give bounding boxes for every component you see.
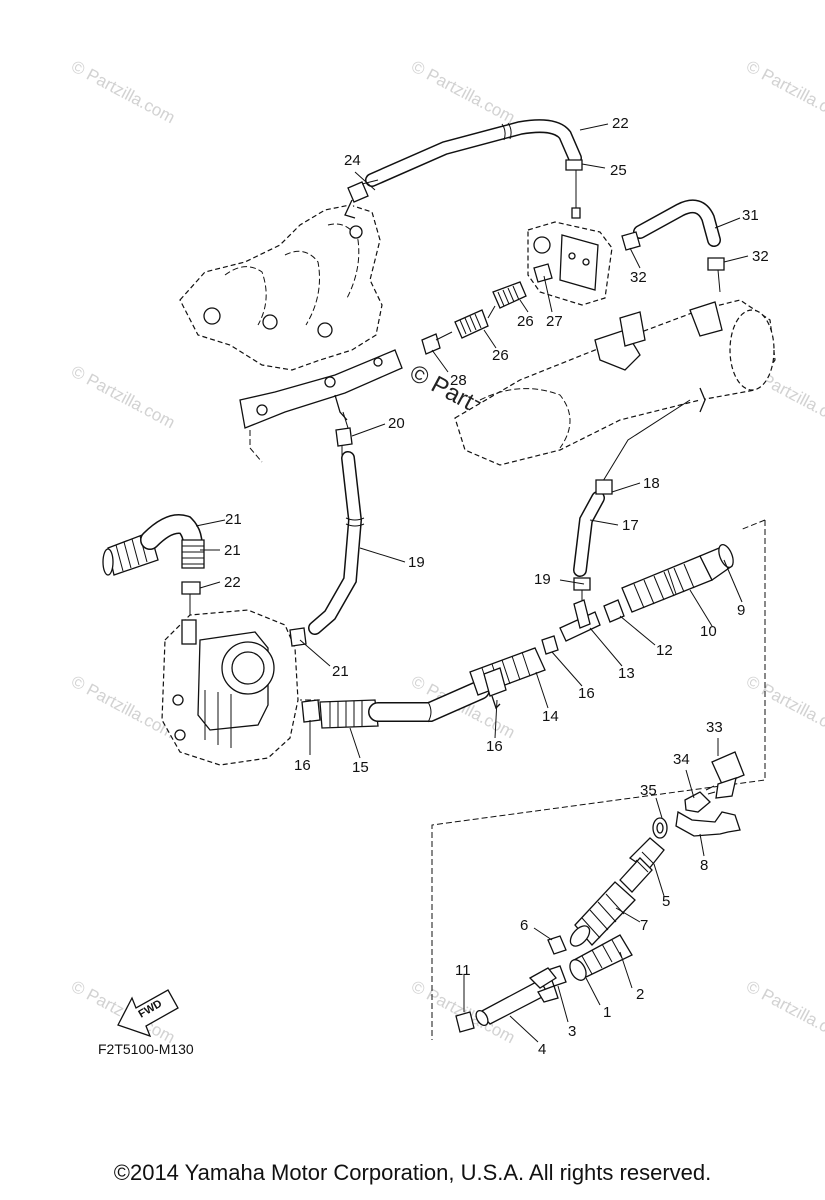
exhaust-manifold — [179, 204, 403, 463]
watermark: © Partzilla.com — [743, 57, 825, 128]
label-part-34: 34 — [673, 751, 690, 768]
label-part-26: 24 — [344, 152, 361, 169]
label-part-21: 21 — [332, 663, 349, 680]
watermark: © Partzilla.com — [68, 672, 178, 743]
washer-35 — [652, 817, 668, 839]
label-part-5: 5 — [662, 893, 670, 910]
part-labels: 22 24 25 31 32 32 26 27 26 28 20 18 17 2… — [224, 115, 769, 1058]
label-part-15: 15 — [352, 759, 369, 776]
clamp-24 — [181, 581, 201, 615]
clamp-30 — [421, 331, 453, 355]
label-part-33: 33 — [706, 719, 723, 736]
label-part-6: 6 — [520, 917, 528, 934]
label-part-35: 35 — [640, 782, 657, 799]
label-part-28: 26 — [492, 347, 509, 364]
hose-22 — [181, 539, 205, 569]
leader-lines — [195, 123, 749, 1043]
label-part-14: 14 — [542, 708, 559, 725]
hose-7 — [569, 881, 636, 947]
clamp-21-upper — [335, 427, 353, 455]
label-part-13: 13 — [618, 665, 635, 682]
label-part-4: 4 — [538, 1041, 546, 1058]
label-part-17: 16 — [486, 738, 503, 755]
leader-1 — [585, 977, 601, 1006]
watermark: © Partzilla.com — [743, 977, 825, 1048]
label-part-22: 21 — [224, 542, 241, 559]
label-part-31: 31 — [742, 207, 759, 224]
y-joint-4 — [475, 967, 559, 1027]
clamp-6 — [547, 935, 567, 955]
label-part-8: 8 — [700, 857, 708, 874]
label-part-16: 16 — [578, 685, 595, 702]
hose-2 — [569, 934, 633, 981]
fwd-arrow-icon: FWD — [117, 989, 179, 1038]
label-part-3: 3 — [568, 1023, 576, 1040]
fitting-5 — [619, 837, 665, 893]
clamp-11 — [455, 1011, 475, 1033]
mounting-bracket — [527, 221, 613, 306]
clamp-19-upper — [595, 479, 613, 495]
label-part-12: 12 — [656, 642, 673, 659]
label-part-32: 32 — [752, 248, 769, 265]
hose-18 — [573, 399, 691, 577]
label-part-7: 7 — [640, 917, 648, 934]
copyright-notice: ©2014 Yamaha Motor Corporation, U.S.A. A… — [113, 1160, 712, 1185]
label-part-19: 18 — [643, 475, 660, 492]
watermark: © Partzilla.com — [408, 57, 518, 128]
label-part-1: 1 — [603, 1004, 611, 1021]
clamp-32-left — [621, 231, 641, 251]
hose-9 — [699, 543, 734, 581]
hose-23 — [102, 514, 203, 576]
label-part-11: 11 — [455, 962, 471, 979]
label-part-10: 10 — [700, 623, 717, 640]
group-frame — [300, 519, 766, 1040]
label-part-25: 22 — [612, 115, 629, 132]
label-part-16: 16 — [294, 757, 311, 774]
hose-28 — [454, 305, 496, 339]
clamp-17 — [483, 667, 507, 710]
hose-25 — [365, 119, 582, 187]
label-part-30: 28 — [450, 372, 467, 389]
nut-34 — [684, 791, 711, 813]
hose-15 — [319, 680, 490, 729]
label-part-27: 26 — [517, 313, 534, 330]
hose-27 — [492, 281, 527, 309]
label-part-32: 32 — [630, 269, 647, 286]
muffler-assembly — [454, 299, 776, 466]
pipe-8 — [675, 810, 741, 837]
clamp-29 — [533, 263, 553, 283]
hose-20 — [308, 451, 365, 635]
label-part-2: 2 — [636, 986, 644, 1003]
label-part-24: 22 — [224, 574, 241, 591]
label-part-19: 19 — [534, 571, 551, 588]
label-part-26: 25 — [610, 162, 627, 179]
clamp-32-right — [707, 257, 725, 293]
clamp-26-right — [565, 159, 583, 219]
label-part-18: 17 — [622, 517, 639, 534]
clamp-16-left — [301, 699, 321, 723]
label-part-21: 20 — [388, 415, 405, 432]
label-part-29: 27 — [546, 313, 563, 330]
throttle-body — [161, 609, 299, 766]
watermark: © Partzilla.com — [743, 672, 825, 743]
clamp-12 — [603, 599, 625, 623]
hose-31 — [633, 199, 721, 247]
fitting-33 — [705, 751, 745, 799]
label-part-20: 19 — [408, 554, 425, 571]
watermark: © Partzilla.com — [68, 57, 178, 128]
hose-14 — [469, 647, 546, 696]
watermark: © Partzilla.com — [68, 362, 178, 433]
joint-13 — [559, 599, 601, 642]
label-part-23: 21 — [225, 511, 242, 528]
diagram-code: F2T5100-M130 — [98, 1041, 194, 1057]
label-part-9: 9 — [737, 602, 745, 619]
clamp-16-right — [541, 635, 559, 655]
clamp-26-left — [344, 179, 379, 219]
